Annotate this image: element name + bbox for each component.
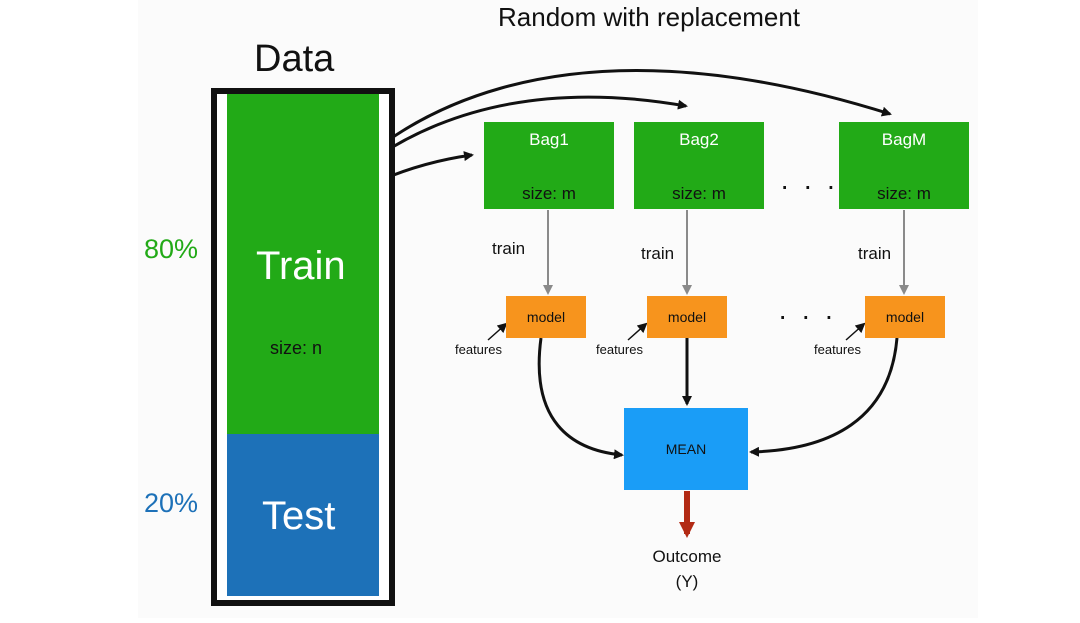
data-title: Data <box>254 38 335 80</box>
mean-node: MEAN <box>624 408 748 490</box>
bag-name: BagM <box>881 130 927 149</box>
bag-1: Bag1 size: m <box>484 122 614 209</box>
bag-m: BagM size: m <box>839 122 969 209</box>
models-ellipsis: · · · <box>778 300 837 331</box>
model3-to-mean-arrow <box>749 337 899 457</box>
train-edge-label-2: train <box>641 244 675 263</box>
bag-size: size: m <box>877 184 931 203</box>
model-2: model <box>647 296 727 338</box>
model-3: model <box>865 296 945 338</box>
test-percent: 20% <box>144 488 199 518</box>
bags-ellipsis: · · · <box>780 170 839 201</box>
features-label-2: features <box>596 342 643 357</box>
train-partition <box>227 94 379 434</box>
model-1: model <box>506 296 586 338</box>
outcome-variable: (Y) <box>675 572 699 591</box>
outcome-label: Outcome (Y) <box>640 544 734 594</box>
bag-size: size: m <box>672 184 726 203</box>
bag-name: Bag1 <box>529 130 569 149</box>
features-label-3: features <box>814 342 861 357</box>
features-label-1: features <box>455 342 502 357</box>
model1-to-mean-arrow <box>537 337 624 460</box>
test-partition <box>227 434 379 596</box>
train-label: Train <box>256 244 346 288</box>
train-size-label: size: n <box>270 338 323 358</box>
train-edge-label-1: train <box>492 239 526 258</box>
train-percent: 80% <box>144 234 199 264</box>
features-arrow-2 <box>627 322 648 341</box>
bag-2: Bag2 size: m <box>634 122 764 209</box>
bag-size: size: m <box>522 184 576 203</box>
features-arrow-3 <box>845 322 866 341</box>
features-arrow-1 <box>487 322 508 341</box>
bag-name: Bag2 <box>679 130 719 149</box>
outcome-text: Outcome <box>652 547 722 566</box>
sampling-label: Random with replacement <box>498 2 801 32</box>
train-edge-label-3: train <box>858 244 892 263</box>
test-label: Test <box>262 494 336 538</box>
